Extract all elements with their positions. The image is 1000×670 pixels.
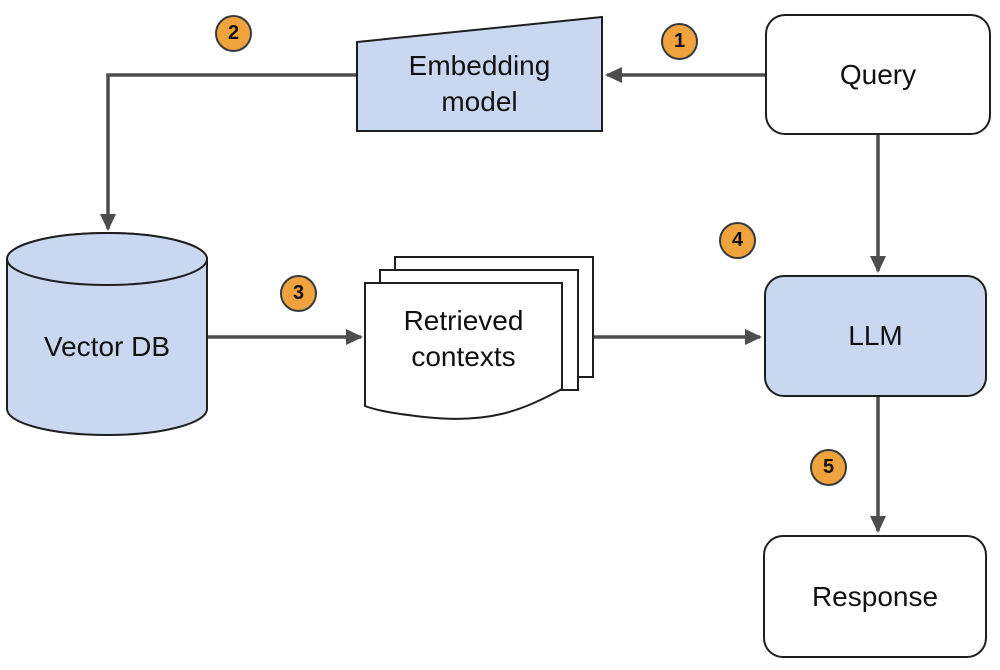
step-badge-4-number: 4 bbox=[731, 229, 744, 251]
response-label: Response bbox=[811, 580, 939, 612]
llm-node: LLM bbox=[764, 275, 987, 397]
embedding-model-shape bbox=[356, 15, 603, 132]
response-node: Response bbox=[763, 535, 987, 658]
step-badge-2-number: 2 bbox=[227, 22, 240, 44]
step-badge-1-number: 1 bbox=[673, 30, 686, 52]
step-badge-4: 4 bbox=[719, 222, 756, 259]
retrieved-contexts-shape bbox=[364, 256, 594, 420]
step-badge-3-number: 3 bbox=[292, 282, 305, 304]
arrow-embedding-to-vectordb bbox=[100, 73, 357, 231]
query-node: Query bbox=[765, 14, 991, 135]
vector-db-shape bbox=[6, 232, 208, 436]
step-badge-1: 1 bbox=[661, 23, 698, 60]
query-label: Query bbox=[839, 58, 917, 90]
step-badge-5: 5 bbox=[810, 449, 847, 486]
llm-label: LLM bbox=[848, 320, 903, 351]
step-badge-2: 2 bbox=[215, 15, 252, 52]
step-badge-3: 3 bbox=[280, 275, 317, 312]
step-badge-5-number: 5 bbox=[822, 456, 835, 478]
